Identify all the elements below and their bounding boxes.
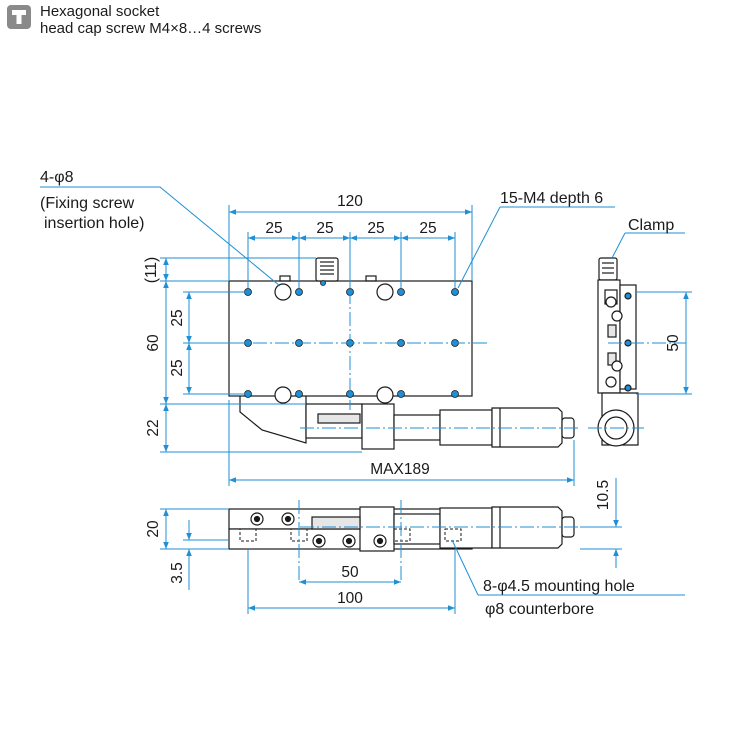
- dim-pitch: 25: [316, 220, 333, 237]
- dim-mount-pitch: 50: [341, 564, 359, 581]
- dim-pitch: 25: [265, 220, 282, 237]
- screw-note-line1: Hexagonal socket: [40, 3, 160, 20]
- clamp-screw: [598, 257, 618, 281]
- dim-height: 60: [145, 334, 162, 352]
- dim-side-offset: 10.5: [595, 480, 612, 510]
- fixing-hole: [274, 283, 292, 301]
- hex-socket-screw-icon: [7, 5, 31, 29]
- side-view: [597, 257, 639, 447]
- tapped-hole-label: 15-M4 depth 6: [500, 190, 603, 207]
- mounting-hole-label: 8-φ4.5 mounting hole: [483, 578, 635, 595]
- dim-max: MAX189: [370, 461, 429, 478]
- micrometer-body: [361, 403, 395, 450]
- fixing-hole-desc-2: insertion hole): [44, 215, 145, 232]
- dimension-values: 120 25 25 25 25 (11) 60 25 25 22 MAX189 …: [143, 193, 682, 607]
- dim-pitch: 25: [367, 220, 384, 237]
- dim-thickness: 20: [145, 520, 162, 538]
- dim-pitch: 25: [419, 220, 436, 237]
- front-view: [228, 506, 575, 552]
- counterbore-label: φ8 counterbore: [485, 601, 594, 618]
- dim-micrometer: 22: [145, 419, 162, 436]
- fixing-hole: [274, 386, 292, 404]
- screw-note: Hexagonal socket head cap screw M4×8…4 s…: [40, 3, 261, 37]
- dim-base: 3.5: [169, 562, 186, 584]
- dim-half: 25: [169, 309, 186, 326]
- dim-width: 120: [337, 193, 363, 210]
- fixing-hole: [376, 386, 394, 404]
- dim-offset: (11): [143, 257, 160, 283]
- top-view-holes: [244, 280, 459, 404]
- guide-wedge: [239, 396, 307, 444]
- dim-half: 25: [169, 359, 186, 376]
- fixing-hole: [376, 283, 394, 301]
- dim-side-height: 50: [665, 334, 682, 352]
- fixing-hole-desc-1: (Fixing screw: [40, 195, 135, 212]
- fixing-hole-label: 4-φ8: [40, 169, 74, 186]
- screw-note-line2: head cap screw M4×8…4 screws: [40, 20, 262, 37]
- dim-mount-width: 100: [337, 590, 363, 607]
- note-panel: Hexagonal socket head cap screw M4×8…4 s…: [7, 3, 261, 37]
- dimension-lines: [40, 186, 692, 614]
- clamp-label: Clamp: [628, 217, 674, 234]
- callout-labels: 4-φ8 (Fixing screw insertion hole) 15-M4…: [40, 169, 674, 618]
